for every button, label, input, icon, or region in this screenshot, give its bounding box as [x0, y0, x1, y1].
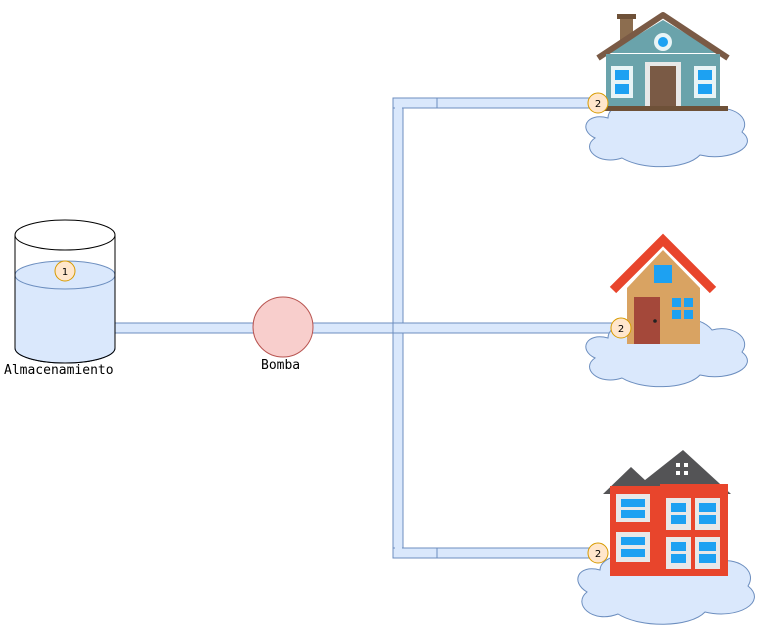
svg-text:2: 2 [618, 324, 624, 335]
pump-label: Bomba [261, 358, 301, 373]
marker-building-bottom: 2 [587, 542, 609, 564]
marker-house-middle: 2 [610, 317, 632, 339]
house-icon [596, 12, 730, 111]
pipe-tank-to-pump [114, 322, 256, 334]
storage-tank [14, 219, 116, 364]
pipe-branch-top [392, 97, 594, 109]
house-icon [609, 233, 717, 344]
apartment-building-icon [603, 450, 731, 576]
marker-tank: 1 [54, 260, 76, 282]
pipe-branch-middle [392, 322, 616, 334]
tank-label: Almacenamiento [4, 363, 114, 378]
pump-circle [252, 296, 314, 358]
tank-top-rim [14, 219, 116, 251]
svg-text:1: 1 [62, 267, 68, 278]
pipe-network [114, 97, 616, 559]
pipe-pump-to-branch [311, 322, 406, 334]
marker-house-top: 2 [587, 92, 609, 114]
pipe-branch-bottom [392, 547, 594, 559]
svg-text:2: 2 [595, 549, 601, 560]
svg-text:2: 2 [595, 99, 601, 110]
